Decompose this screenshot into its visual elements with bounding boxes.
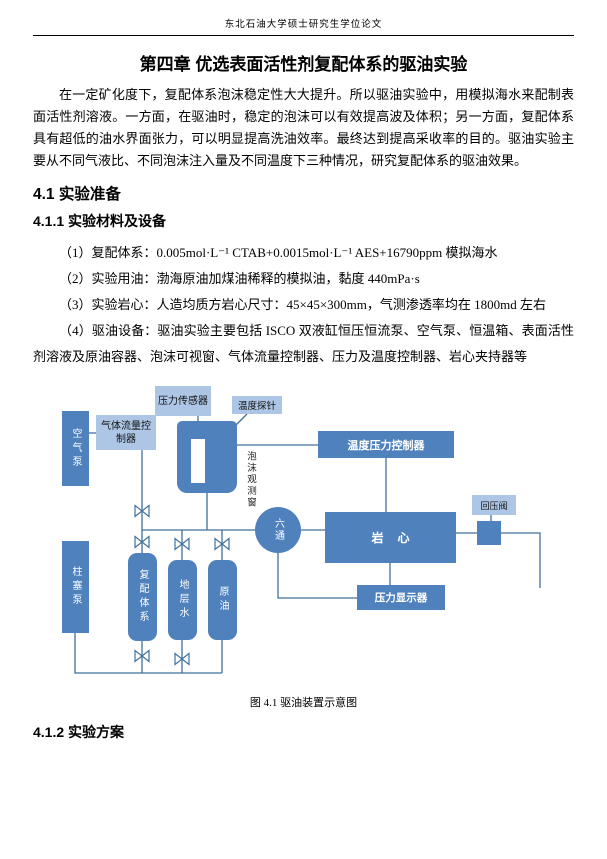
valve-icon [174,537,190,551]
back-pressure-valve-label: 回压阀 [472,495,516,515]
compound-system-cylinder: 复配体系 [128,553,157,641]
valve-icon [174,652,190,666]
valve-icons [134,504,230,666]
material-item-3: （3）实验岩心：人造均质方岩心尺寸：45×45×300mm，气测渗透率均在 18… [59,297,546,312]
temperature-probe-label: 温度探针 [232,396,282,414]
intro-paragraph: 在一定矿化度下，复配体系泡沫稳定性大大提升。所以驱油实验中，用模拟海水来配制表面… [33,87,574,168]
observation-window [191,439,205,483]
pressure-sensor-label: 压力传感器 [155,386,211,416]
temp-pressure-controller-box: 温度压力控制器 [318,431,454,458]
core-holder-box: 岩心 [325,512,456,563]
page-header: 东北石油大学硕士研究生学位论文 [33,16,574,36]
diagram-pipes [74,413,541,674]
material-item-4: （4）驱油设备：驱油实验主要包括 ISCO 双液缸恒压恒流泵、空气泵、恒温箱、表… [33,323,574,364]
chapter-title: 第四章 优选表面活性剂复配体系的驱油实验 [139,55,468,74]
gas-flow-controller-box: 气体流量控制器 [96,415,156,450]
figure-caption: 图 4.1 驱油装置示意图 [249,697,358,709]
foam-window-label: 泡沫观测窗 [245,451,256,509]
pressure-display-box: 压力显示器 [357,585,445,610]
back-pressure-valve-box [477,521,501,545]
section-4-1-2-heading: 4.1.2 实验方案 [33,724,125,740]
pipe-lines [74,413,541,674]
apparatus-diagram: 空气泵 气体流量控制器 压力传感器 温度探针 温度压力控制器 泡沫观测窗 六通 … [55,378,565,688]
air-pump-box: 空气泵 [62,411,89,486]
plunger-pump-box: 柱塞泵 [62,541,89,633]
six-way-valve: 六通 [255,507,301,553]
material-item-1: （1）复配体系：0.005mol·L⁻¹ CTAB+0.0015mol·L⁻¹ … [59,245,498,260]
formation-water-cylinder: 地层水 [168,560,197,640]
valve-icon [134,504,150,518]
valve-icon [214,537,230,551]
material-item-2: （2）实验用油：渤海原油加煤油稀释的模拟油，黏度 440mPa·s [59,271,420,286]
crude-oil-cylinder: 原油 [208,560,237,640]
foam-generator-vessel [177,421,237,493]
section-4-1-1-heading: 4.1.1 实验材料及设备 [33,213,167,229]
valve-icon [134,535,150,549]
valve-icon [134,649,150,663]
section-4-1-heading: 4.1 实验准备 [33,186,121,203]
